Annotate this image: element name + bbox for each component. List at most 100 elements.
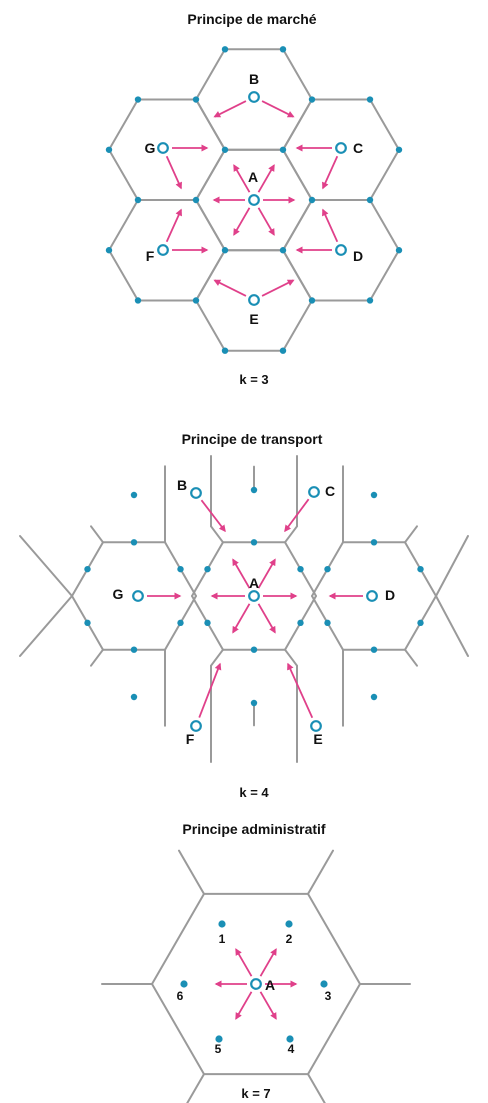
transport-spoke [210, 525, 224, 544]
market-arrow-B-1 [261, 100, 295, 118]
market-vertex-node [279, 46, 287, 53]
transport-edge-node [84, 619, 91, 627]
transport-center-arrow-5 [257, 558, 276, 589]
market-hex-edge [282, 249, 313, 302]
administrative-node-3 [320, 980, 328, 988]
transport-edge-node [130, 539, 138, 546]
transport-center-arrow-4 [232, 558, 251, 589]
administrative-label-2: 2 [286, 932, 293, 946]
transport-label-D: D [385, 587, 395, 603]
administrative-label-6: 6 [177, 989, 184, 1003]
market-arrow-F-1 [165, 208, 182, 243]
administrative-label-A: A [265, 977, 275, 993]
market-principle-diagram: Principe de marché A B C D E F G k = 3 [105, 11, 403, 387]
transport-center-arrow-1 [257, 603, 276, 634]
market-label-G: G [145, 140, 156, 156]
market-vertex-node [221, 347, 229, 354]
transport-edge-nodes [84, 486, 424, 707]
transport-arrow-C [284, 498, 310, 533]
transport-arrow-F [198, 662, 222, 718]
market-label-B: B [249, 71, 259, 87]
market-vertex-node [221, 247, 229, 254]
administrative-center-arrow-4 [235, 948, 253, 977]
transport-edge-node [297, 619, 304, 627]
transport-spoke [19, 595, 73, 657]
transport-label-A: A [249, 575, 259, 591]
administrative-label-3: 3 [325, 989, 332, 1003]
transport-spoke [435, 535, 469, 597]
market-hex-edge [282, 199, 313, 252]
market-hex-edge [369, 249, 400, 302]
transport-spoke [404, 648, 418, 667]
market-principle-title: Principe de marché [187, 11, 316, 27]
market-vertex-node [192, 96, 200, 103]
market-hex-edge [369, 98, 400, 151]
transport-edge-node [177, 565, 184, 573]
administrative-hex-edge [151, 892, 205, 985]
transport-hexagon-grid [19, 455, 469, 763]
transport-place-C [308, 486, 320, 498]
transport-edge-node [324, 565, 331, 573]
market-hex-edge [195, 249, 226, 302]
transport-edge-node [324, 619, 331, 627]
market-vertex-node [221, 146, 229, 153]
market-hex-edge [195, 48, 226, 101]
market-vertex-node [134, 196, 142, 204]
market-hex-edge [108, 148, 139, 201]
market-vertex-node [308, 96, 316, 103]
transport-place-E [310, 720, 322, 732]
market-label-D: D [353, 248, 363, 264]
administrative-node-5 [215, 1035, 223, 1043]
market-center-arrow-4 [233, 164, 251, 193]
transport-edge-node [177, 619, 184, 627]
administrative-hexagon [101, 849, 411, 1103]
market-label-E: E [249, 311, 258, 327]
market-vertex-node [366, 297, 374, 304]
transport-edge-node [84, 565, 91, 573]
market-hex-edge [282, 299, 313, 352]
market-label-A: A [248, 169, 258, 185]
market-vertex-node [279, 347, 287, 354]
transport-principle-title: Principe de transport [182, 431, 323, 447]
market-center-arrow-1 [257, 207, 275, 236]
administrative-label-4: 4 [288, 1042, 295, 1056]
market-vertex-node [395, 247, 403, 254]
transport-spoke [404, 525, 418, 544]
market-vertex-node [279, 247, 287, 254]
transport-central-places [132, 486, 378, 732]
administrative-spoke [178, 849, 205, 895]
market-hex-edge [108, 249, 139, 302]
transport-outer-node [130, 491, 138, 499]
administrative-node-4 [286, 1035, 294, 1043]
market-hex-edge [282, 148, 313, 201]
market-vertex-node [366, 196, 374, 204]
market-hex-edge [282, 98, 313, 151]
market-arrow-E-0 [213, 279, 247, 297]
transport-edge-node [130, 646, 138, 653]
transport-outer-node [250, 699, 258, 707]
market-arrow-C-1 [322, 155, 339, 190]
transport-edge-node [417, 619, 424, 627]
transport-principle-diagram: Principe de transport A B C D E F G k = … [19, 431, 469, 800]
transport-edge-node [250, 539, 258, 546]
market-hexagon-grid [108, 48, 400, 352]
administrative-spoke [307, 1073, 326, 1103]
transport-flow-arrows [147, 498, 363, 719]
transport-label-G: G [113, 586, 124, 602]
transport-edge-node [204, 619, 211, 627]
market-vertex-node [395, 146, 403, 153]
market-arrow-E-1 [261, 279, 295, 297]
market-hex-edge [195, 199, 226, 252]
market-vertex-node [192, 297, 200, 304]
transport-spoke [284, 648, 298, 667]
market-hex-edge [195, 98, 226, 151]
market-hex-edge [282, 48, 313, 101]
market-vertex-node [279, 146, 287, 153]
transport-edge-node [204, 565, 211, 573]
transport-edge-node [250, 646, 258, 653]
transport-spoke [210, 648, 224, 667]
transport-place-B [190, 487, 202, 499]
market-hex-edge [108, 199, 139, 252]
market-place-G [157, 142, 169, 154]
